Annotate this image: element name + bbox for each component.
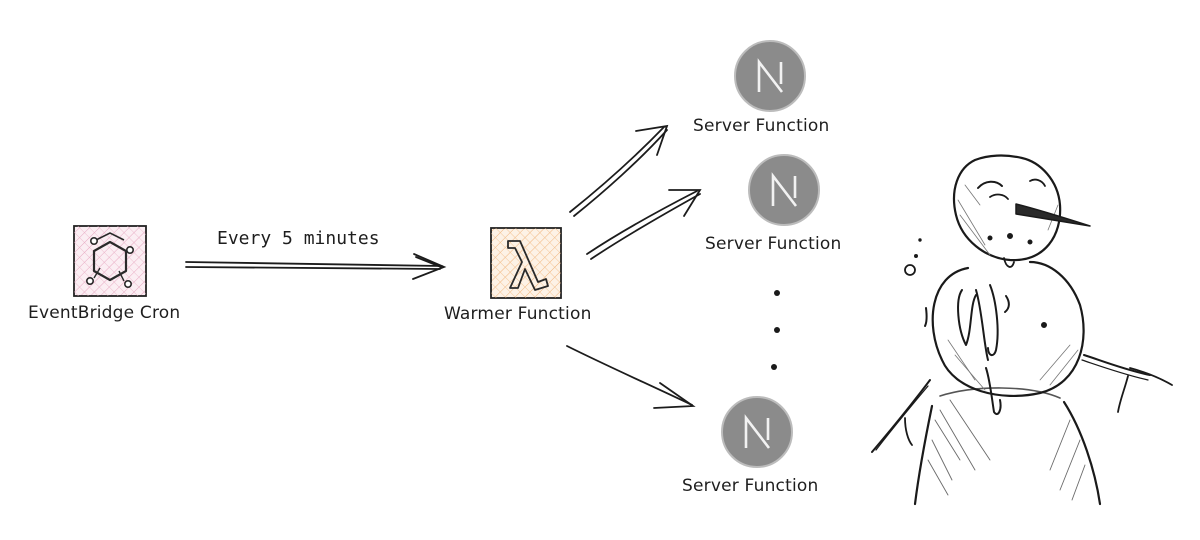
nextjs-icon — [734, 40, 806, 112]
eventbridge-icon — [73, 225, 147, 297]
server-function-label-1: Server Function — [693, 116, 830, 136]
melting-snowman-sketch — [838, 154, 1190, 506]
eventbridge-cron-label: EventBridge Cron — [28, 303, 181, 323]
arrow-warmer-to-server-3 — [566, 345, 696, 409]
lambda-icon — [490, 227, 562, 299]
server-function-label-2: Server Function — [705, 234, 842, 254]
arrow-cron-to-warmer — [185, 253, 447, 280]
nextjs-icon — [721, 396, 793, 468]
nextjs-icon — [748, 154, 820, 226]
arrow-warmer-to-server-1 — [569, 124, 669, 217]
every-5-minutes-label: Every 5 minutes — [217, 228, 380, 249]
arrow-warmer-to-server-2 — [586, 189, 702, 260]
warmer-function-label: Warmer Function — [444, 304, 592, 324]
server-function-label-3: Server Function — [682, 476, 819, 496]
ellipsis-dots — [771, 290, 780, 370]
